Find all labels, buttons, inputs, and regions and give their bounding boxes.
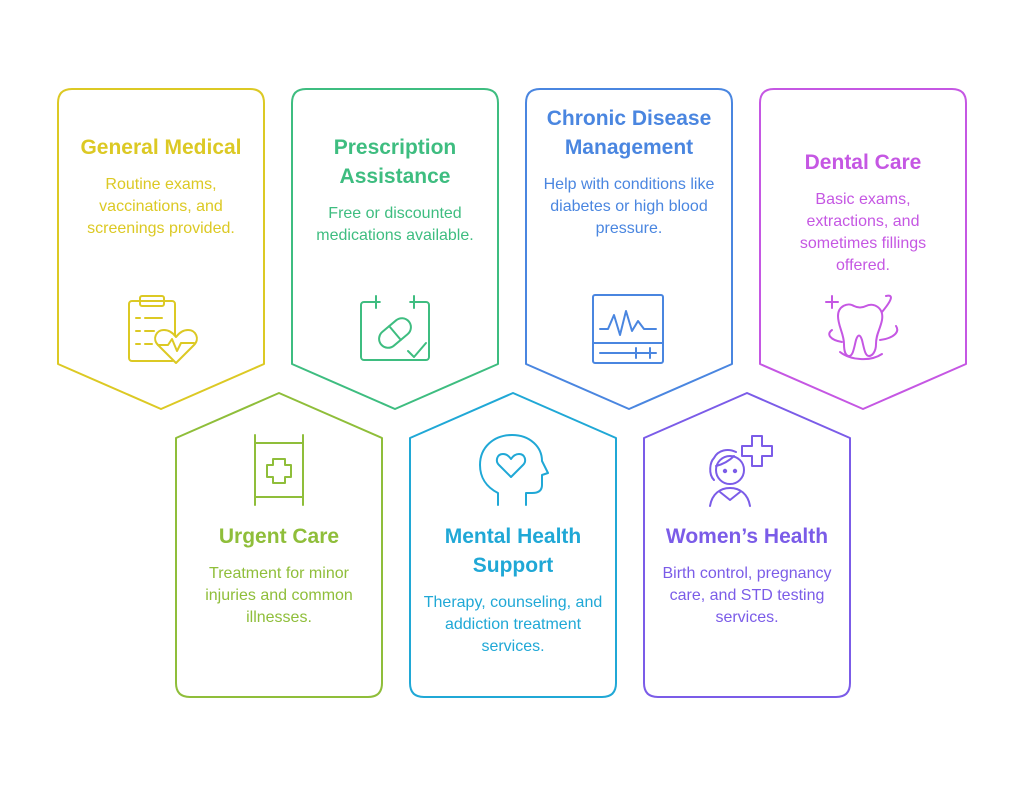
head-heart-icon: [478, 433, 550, 509]
card-description: Help with conditions like diabetes or hi…: [543, 176, 715, 237]
card-urgent-care: Urgent Care Treatment for minor injuries…: [176, 522, 382, 629]
card-outline-womens-health: [643, 392, 851, 698]
card-general-medical: General Medical Routine exams, vaccinati…: [58, 133, 264, 240]
card-outline-urgent-care: [175, 392, 383, 698]
card-description: Basic exams, extractions, and sometimes …: [799, 191, 927, 274]
card-chronic-disease-management: Chronic Disease Management Help with con…: [526, 104, 732, 240]
card-outline-dental-care: [759, 88, 967, 410]
card-title: Dental Care: [804, 151, 922, 174]
card-title: Urgent Care: [218, 525, 340, 548]
card-title: General Medical: [80, 136, 242, 159]
card-description: Free or discounted medications available…: [316, 205, 474, 244]
card-description: Birth control, pregnancy care, and STD t…: [662, 565, 832, 626]
card-outline-mental-health-support: [409, 392, 617, 698]
card-womens-health: Women’s Health Birth control, pregnancy …: [644, 522, 850, 629]
card-mental-health-support: Mental Health Support Therapy, counselin…: [410, 522, 616, 658]
heart-monitor-icon: [590, 293, 668, 365]
card-title: Prescription Assistance: [333, 136, 457, 188]
card-outline-general-medical: [57, 88, 265, 410]
tooth-icon: [822, 290, 902, 368]
card-description: Routine exams, vaccinations, and screeni…: [87, 176, 235, 237]
card-title: Chronic Disease Management: [546, 107, 712, 159]
card-outline-chronic-disease-management: [525, 88, 733, 410]
card-title: Mental Health Support: [444, 525, 582, 577]
card-description: Treatment for minor injuries and common …: [205, 565, 353, 626]
card-prescription-assistance: Prescription Assistance Free or discount…: [292, 133, 498, 247]
medical-cross-board-icon: [251, 433, 307, 507]
card-title: Women’s Health: [665, 525, 829, 548]
calendar-pill-icon: [358, 293, 434, 365]
card-outline-prescription-assistance: [291, 88, 499, 410]
card-dental-care: Dental Care Basic exams, extractions, an…: [760, 148, 966, 277]
clipboard-heart-icon: [124, 293, 200, 365]
card-description: Therapy, counseling, and addiction treat…: [423, 594, 603, 655]
woman-medical-icon: [706, 434, 786, 508]
